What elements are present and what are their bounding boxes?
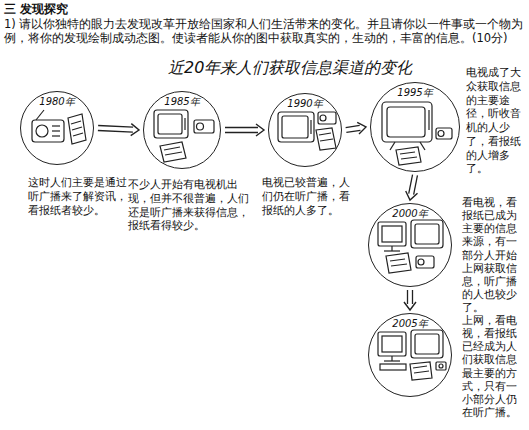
caption: 电视成了大众获取信息的主要途径，听收音机的人少了，看报纸的人增多了。 — [466, 66, 524, 176]
double-arrow — [404, 290, 416, 310]
question-text: 1) 请以你独特的眼力去发现改革开放给国家和人们生活带来的变化。并且请你以一件事… — [4, 17, 524, 46]
year-circle: 2000年 — [368, 203, 452, 287]
caption: 上网，看电视，看报纸已经成为人们获取信息最主要的方式，只有一小部分人仍在听广播。 — [462, 314, 524, 419]
double-arrow — [406, 175, 418, 200]
year-circle: 1980年 — [20, 91, 94, 165]
double-arrow — [98, 124, 139, 136]
double-arrow — [346, 122, 366, 134]
year-label: 1995年 — [371, 83, 459, 100]
year-label: 2005年 — [369, 314, 451, 331]
year-label: 1990年 — [269, 94, 341, 111]
year-circle: 2005年 — [368, 313, 452, 397]
section-heading: 三 发现探究 — [4, 2, 204, 17]
year-label: 1985年 — [144, 92, 220, 109]
caption: 这时人们主要是通过听广播来了解资讯，看报纸者较少。 — [28, 176, 130, 217]
year-circle: 1985年 — [143, 91, 221, 169]
caption: 不少人开始有电视机出现，但并不很普遍，人们还是听广播来获得信息，报纸看得较少。 — [128, 178, 252, 233]
double-arrow — [225, 124, 264, 136]
diagram-title: 近20年来人们获取信息渠道的变化 — [168, 58, 412, 78]
year-circle: 1995年 — [370, 82, 460, 172]
year-label: 2000年 — [369, 204, 451, 221]
year-circle: 1990年 — [268, 93, 342, 167]
year-label: 1980年 — [21, 92, 93, 109]
caption: 电视已较普遍，人们仍在听广播，看报纸的人多了。 — [262, 176, 358, 217]
caption: 看电视，看报纸已成为主要的信息来源，有一部分人开始上网获取信息，听广播的人也较少… — [462, 196, 524, 314]
